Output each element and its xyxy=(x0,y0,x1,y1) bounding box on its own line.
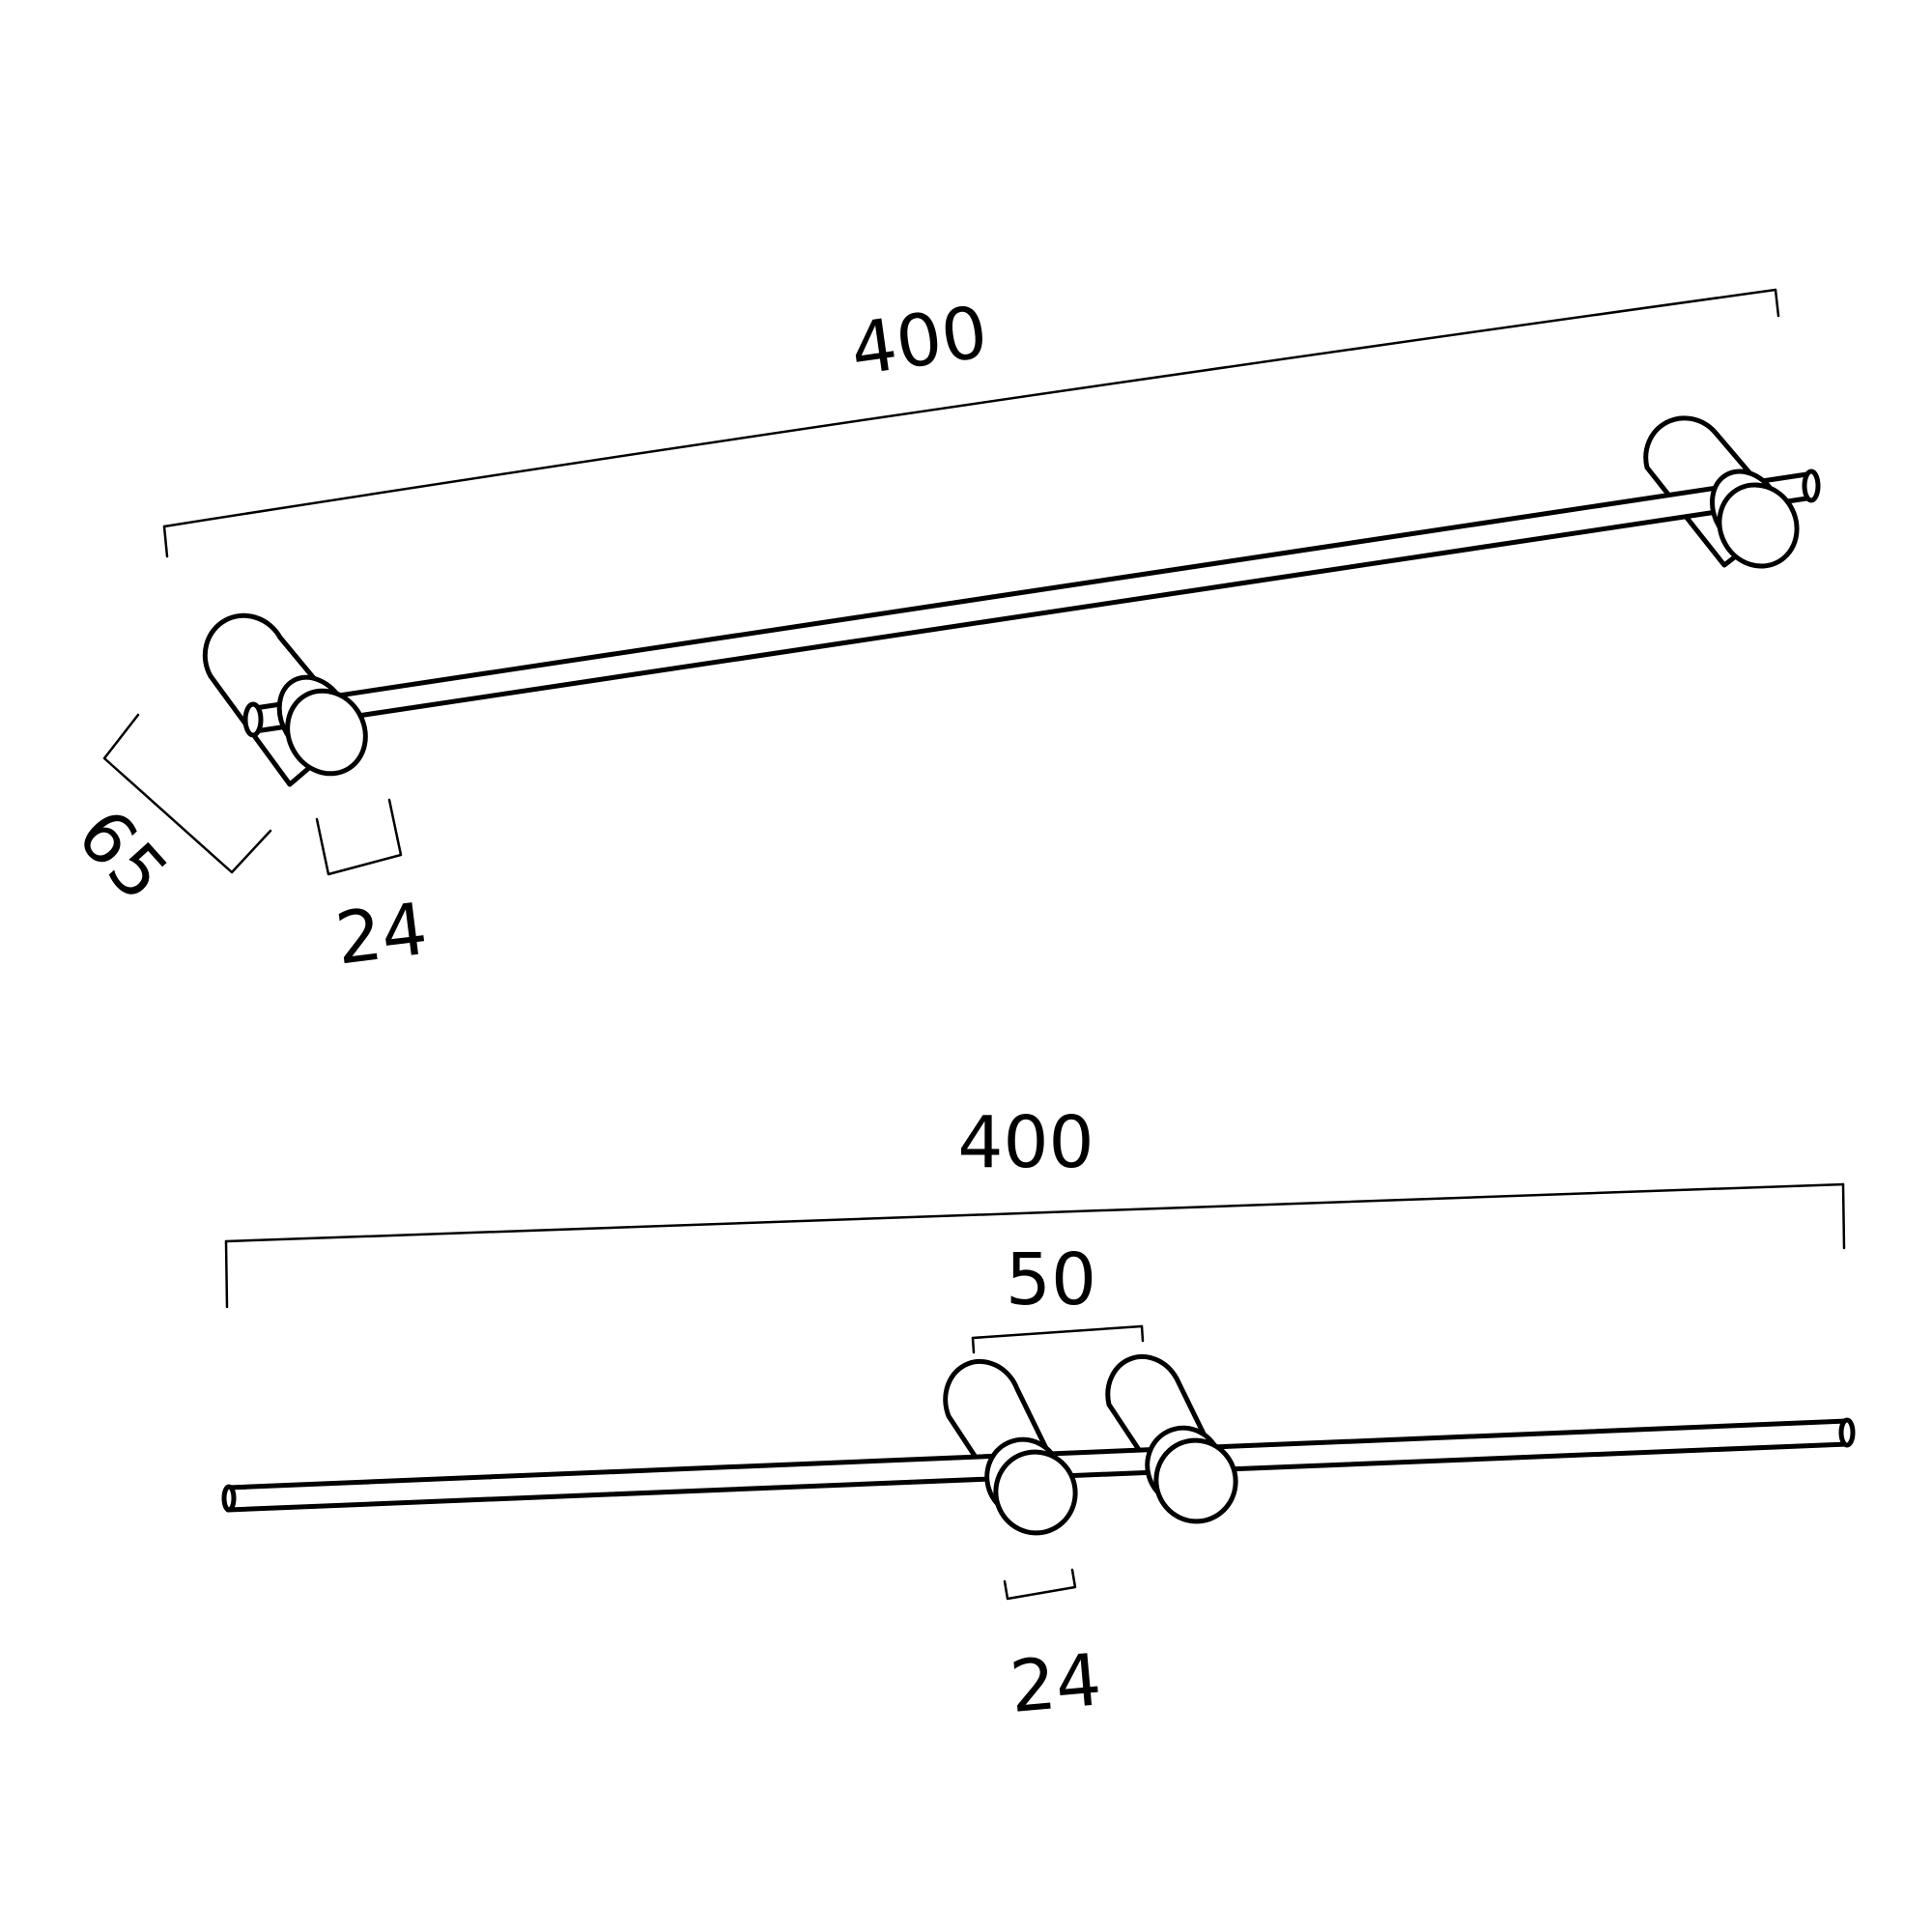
front-length-tick-left xyxy=(224,1239,229,1309)
front-bracket-diameter-dimension: 24 xyxy=(1003,1568,1104,1729)
iso-bracket-diameter-label: 24 xyxy=(331,888,432,981)
front-bracket-diameter-line xyxy=(1003,1568,1077,1601)
front-length-tick-right xyxy=(1841,1182,1846,1250)
iso-rod-end-right xyxy=(1802,469,1821,503)
iso-depth-dimension: 65 xyxy=(61,713,272,917)
iso-left-bracket-face xyxy=(285,688,368,777)
front-length-label: 400 xyxy=(957,1101,1094,1184)
iso-depth-dimension-line xyxy=(102,713,272,874)
iso-rod-body xyxy=(252,470,1816,734)
front-bracket-diameter-label: 24 xyxy=(1007,1638,1104,1729)
front-right-bracket-face xyxy=(1153,1437,1238,1524)
front-length-dimension-line xyxy=(224,1182,1845,1243)
iso-bracket-diameter-dimension: 24 xyxy=(315,798,432,981)
front-left-bracket-face xyxy=(993,1449,1078,1536)
iso-bracket-diameter-line xyxy=(315,798,403,876)
front-spacing-tick-left xyxy=(971,1336,976,1354)
iso-length-tick-right xyxy=(1774,288,1780,318)
front-left-bracket-cap xyxy=(984,1436,1078,1536)
iso-length-tick-left xyxy=(162,525,169,558)
front-rod-end-right xyxy=(1838,1417,1856,1448)
front-rod-end-left xyxy=(221,1484,237,1513)
front-view: 400 50 xyxy=(221,1101,1856,1729)
iso-right-bracket-cap xyxy=(1710,469,1800,569)
iso-rod xyxy=(242,469,1821,738)
front-spacing-dimension-line xyxy=(971,1324,1144,1340)
iso-right-bracket-face xyxy=(1717,482,1800,569)
front-right-bracket-cap xyxy=(1145,1425,1238,1524)
front-length-dimension: 400 xyxy=(224,1101,1846,1309)
iso-left-bracket-cap xyxy=(276,674,368,777)
front-spacing-label: 50 xyxy=(1006,1238,1096,1321)
iso-length-label: 400 xyxy=(846,291,993,392)
front-spacing-dimension: 50 xyxy=(971,1238,1145,1354)
iso-length-dimension-line xyxy=(162,288,1777,528)
front-spacing-tick-right xyxy=(1140,1324,1145,1343)
iso-rod-end-left xyxy=(242,701,264,738)
iso-length-dimension: 400 xyxy=(162,288,1780,558)
isometric-view: 400 65 xyxy=(61,288,1821,981)
